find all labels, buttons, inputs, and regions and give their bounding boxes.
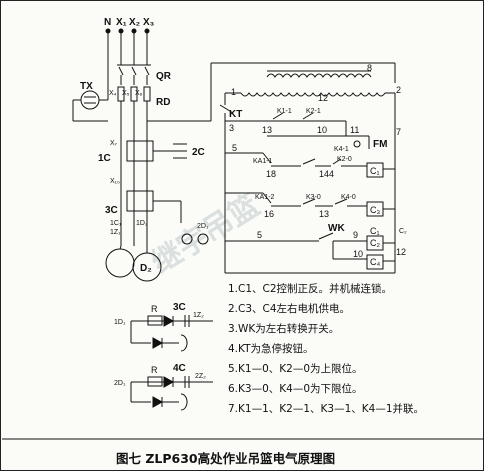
1z1-label: 1Z₁ <box>110 229 121 236</box>
node-13: 13 <box>262 125 272 135</box>
2z2-label: 2Z₂ <box>195 373 206 380</box>
note-3: 3.WK为左右转换开关。 <box>228 322 339 335</box>
fm-device: FM <box>346 135 387 150</box>
1c-label: 1C <box>98 153 111 164</box>
kt-button: KT 3 <box>219 93 242 273</box>
kt-label: KT <box>229 109 242 120</box>
1c1-label: 1C₁ <box>110 220 122 227</box>
node-5b: 5 <box>257 230 262 240</box>
node-4: 4 <box>329 169 334 179</box>
r-label-1: R <box>151 304 158 314</box>
brake-circuit-2: R 4C 2Z₂ 2D₁ <box>114 363 213 411</box>
2d1-detail-label: 2D₁ <box>114 380 126 387</box>
note-6: 6.K3—0、K4—0为下限位。 <box>228 382 363 395</box>
c2-coil: C₂ <box>370 238 380 248</box>
motors: D₂ 2D₁ <box>105 223 209 282</box>
node-10: 10 <box>317 125 327 135</box>
note-4: 4.KT为急停按钮。 <box>228 342 314 355</box>
c2-side-label: C₂ <box>399 228 407 235</box>
supply-n-label: N <box>104 17 111 28</box>
k3-0-label: K3-0 <box>306 194 321 201</box>
node-2: 2 <box>396 85 401 95</box>
rung-c1-upper: 5 KA1-1 18 14 4 K2-0 K4-1 C₁ <box>225 143 395 179</box>
x6-label: X₆ <box>135 90 143 97</box>
k2-1-label: K2-1 <box>306 108 321 115</box>
r-label-2: R <box>151 365 158 375</box>
node-14: 14 <box>319 169 329 179</box>
node-16: 16 <box>264 209 274 219</box>
c1-coil-top: C₁ <box>370 166 380 176</box>
node-7: 7 <box>396 127 401 137</box>
node-11: 11 <box>350 125 359 135</box>
node-8: 8 <box>367 63 372 73</box>
node-18: 18 <box>266 169 276 179</box>
c3-coil: C₃ <box>370 205 380 215</box>
x5-label: X₅ <box>122 90 130 97</box>
supply-lines <box>105 28 150 65</box>
k1-1-label: K1-1 <box>277 108 292 115</box>
contactor-3c: 3C 1C₁ 1Z₁ 1D₂ <box>105 190 182 236</box>
node-3: 3 <box>229 123 234 133</box>
note-7: 7.K1—1、K2—1、K3—1、K4—1并联。 <box>228 402 424 415</box>
2c-label: 2C <box>192 147 205 158</box>
c1-label-right: C₁ <box>370 226 380 236</box>
k4-0-label: K4-0 <box>341 194 356 201</box>
4c-detail-label: 4C <box>173 363 186 374</box>
rung-c3: KA1-2 16 13 K3-0 K4-0 C₃ <box>225 192 395 219</box>
supply-labels: N X₁ X₂ X₃ <box>104 17 155 28</box>
node-12-top: 12 <box>318 93 328 103</box>
node-9: 9 <box>353 230 358 240</box>
3c-detail-label: 3C <box>173 302 186 313</box>
1z2-label: 1Z₂ <box>193 312 204 319</box>
rd-fuses: RD <box>117 86 170 246</box>
limit-contacts-upper: K1-1 K2-1 13 10 11 <box>225 108 359 137</box>
node-1: 1 <box>231 87 236 97</box>
1d2-label: 1D₂ <box>136 220 148 227</box>
supply-x1-label: X₁ <box>116 17 127 28</box>
rd-label: RD <box>156 97 170 108</box>
ka1-1-label: KA1-1 <box>253 158 273 165</box>
note-5: 5.K1—0、K2—0为上限位。 <box>228 362 363 375</box>
notes-list: 1.C1、C2控制正反。并机械连锁。 2.C3、C4左右电机供电。 3.WK为左… <box>228 282 424 415</box>
x7-label: X₇ <box>110 140 118 147</box>
control-transformer: 8 1 2 12 <box>147 62 401 122</box>
3c-label: 3C <box>105 205 118 216</box>
k2-0-label: K2-0 <box>337 156 352 163</box>
qr-switch: QR <box>117 64 172 85</box>
tx-label: TX <box>80 81 93 92</box>
motor-d2-label: D₂ <box>140 263 152 274</box>
x4-label: X₄ <box>109 90 117 97</box>
contactor-1c: X₇ 1C 2C X₁₀ <box>98 140 205 185</box>
wk-label: WK <box>328 223 345 234</box>
x10-label: X₁₀ <box>110 178 120 185</box>
node-10b: 10 <box>353 249 363 259</box>
node-12-right: 12 <box>396 247 406 257</box>
figure-caption: 图七 ZLP630高处作业吊篮电气原理图 <box>116 451 335 466</box>
node-5a: 5 <box>232 143 237 153</box>
tx-transformer: TX X₄ X₅ X₆ <box>72 63 143 122</box>
note-2: 2.C3、C4左右电机供电。 <box>228 302 350 315</box>
supply-x3-label: X₃ <box>143 17 155 28</box>
supply-x2-label: X₂ <box>129 17 140 28</box>
brake-circuit-1: R 3C 1Z₂ 1D₁ <box>114 302 213 352</box>
rung-wk: 5 WK 9 10 C₁ C₂ C₄ 12 C₂ <box>225 223 407 270</box>
1d1-label: 1D₁ <box>114 319 126 326</box>
qr-label: QR <box>156 71 172 82</box>
fm-label: FM <box>373 139 387 150</box>
2d1-label: 2D₁ <box>197 223 209 230</box>
note-1: 1.C1、C2控制正反。并机械连锁。 <box>228 282 392 295</box>
node-13b: 13 <box>319 209 329 219</box>
k4-1-label: K4-1 <box>334 146 349 153</box>
ka1-2-label: KA1-2 <box>255 194 275 201</box>
c4-coil: C₄ <box>370 257 380 267</box>
